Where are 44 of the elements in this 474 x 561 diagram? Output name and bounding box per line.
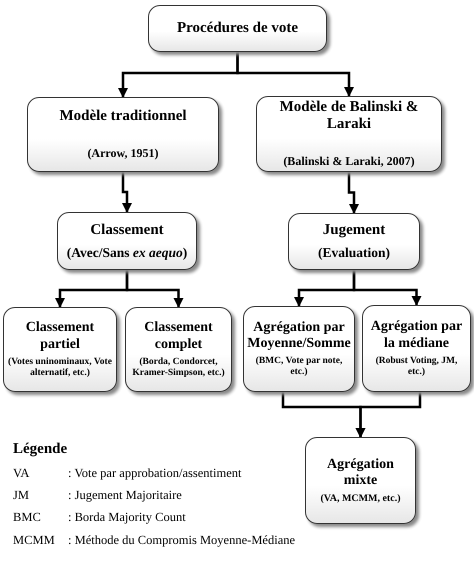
box-title: Agrégation par Moyenne/Somme xyxy=(247,320,351,352)
abbreviation: MCMM xyxy=(13,533,55,548)
box-title: Modèle traditionnel xyxy=(59,108,187,126)
arrow xyxy=(356,392,422,438)
rounded-box xyxy=(57,212,197,270)
rounded-box xyxy=(288,213,420,270)
box-subtitle: (VA, MCMM, etc.) xyxy=(320,492,401,504)
rounded-box xyxy=(362,305,471,392)
abbreviation: BMC xyxy=(13,510,41,525)
box-title: Classement xyxy=(90,222,164,239)
abbreviation-meaning: : Méthode du Compromis Moyenne-Médiane xyxy=(68,533,296,548)
rounded-box xyxy=(27,97,219,172)
box-subtitle: (Balinski & Laraki, 2007) xyxy=(283,155,415,170)
abbreviation-meaning: : Borda Majority Count xyxy=(68,510,186,525)
arrow xyxy=(122,172,132,213)
box-title: Classement partiel xyxy=(24,320,96,353)
box-title: Procédures de vote xyxy=(176,20,298,38)
rounded-box xyxy=(243,306,355,392)
legend-title: Légende xyxy=(13,441,68,458)
arrow xyxy=(236,52,354,97)
box-subtitle: (Borda, Condorcet, Kramer-Simpson, etc.) xyxy=(131,356,226,379)
box-subtitle: (Avec/Sans ex aequo) xyxy=(66,244,188,260)
abbreviation-meaning: : Jugement Majoritaire xyxy=(68,488,182,503)
rounded-box xyxy=(148,5,327,52)
rounded-box xyxy=(125,307,232,392)
box-subtitle: (Evaluation) xyxy=(318,245,390,261)
rounded-box xyxy=(3,307,117,392)
arrow xyxy=(126,270,184,308)
abbreviation: VA xyxy=(13,466,30,481)
box-title: Classement complet xyxy=(143,320,214,353)
arrow xyxy=(352,270,422,306)
box-title: Agrégation mixte xyxy=(326,456,395,489)
arrow xyxy=(348,172,359,214)
abbreviation: JM xyxy=(13,488,29,503)
box-subtitle: (Votes uninominaux, Vote alternatif, etc.) xyxy=(8,356,112,379)
box-title: Jugement xyxy=(322,222,386,240)
box-subtitle: (Arrow, 1951) xyxy=(87,147,159,162)
box-title: Modèle de Balinski & Laraki xyxy=(278,98,420,134)
box-subtitle: (Robust Voting, JM, etc.) xyxy=(374,356,458,378)
box-title: Agrégation par la médiane xyxy=(370,319,464,352)
rounded-box xyxy=(305,437,416,524)
rounded-box xyxy=(256,96,442,172)
box-subtitle: (BMC, Vote par note, etc.) xyxy=(254,356,344,378)
abbreviation-meaning: : Vote par approbation/assentiment xyxy=(68,466,242,481)
